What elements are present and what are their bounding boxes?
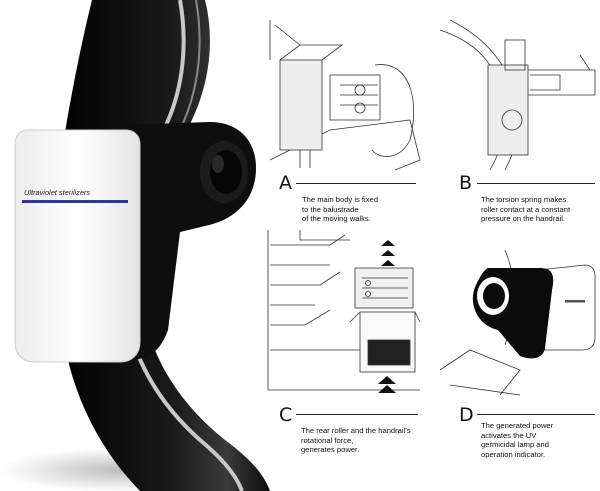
up-arrows-bottom: [378, 376, 396, 393]
panel-d-letter: D: [459, 404, 474, 426]
panel-a-letter: A: [279, 172, 292, 194]
device-label: Ultraviolet sterilizers: [24, 188, 91, 197]
panel-a-caption: The main body is fixed to the balustrade…: [302, 195, 378, 224]
panel-b-letter: B: [459, 172, 473, 194]
panel-a-drawing: [269, 20, 421, 171]
panel-a-rule: [296, 183, 416, 184]
panel-c-letter: C: [279, 404, 293, 426]
panel-b-rule: [477, 183, 595, 184]
panel-b-drawing: [439, 19, 596, 171]
panel-c-drawing: [267, 230, 421, 393]
panel-d-rule: [477, 414, 595, 415]
uv-indicator-strip: [22, 200, 128, 203]
hero-product-image: [0, 0, 271, 491]
panel-d-roller: [483, 283, 505, 309]
device-main-body: [14, 129, 141, 363]
panel-d-caption: The generated power activates the UV ger…: [481, 421, 554, 459]
panel-d-drawing: [439, 249, 596, 396]
panel-b-caption: The torsion spring makes roller contact …: [481, 195, 571, 224]
handrail-ring: [53, 0, 271, 491]
panel-c-rule: [296, 414, 418, 415]
up-arrows-top: [381, 240, 395, 266]
panel-c-caption: The rear roller and the handrail's rotat…: [301, 426, 411, 455]
